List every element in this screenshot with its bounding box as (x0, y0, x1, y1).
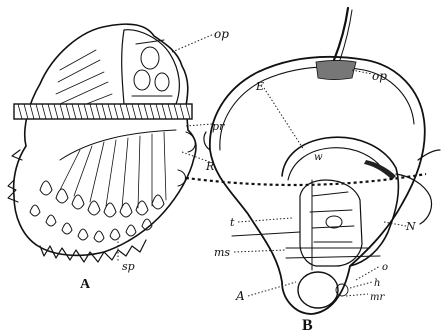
label-b-ms: ms (214, 246, 230, 259)
panel-a-leaders (118, 34, 214, 262)
label-a-sp: sp (122, 260, 135, 273)
label-b-N: N (405, 220, 416, 233)
label-a-op: op (214, 27, 229, 41)
label-b-o: o (382, 262, 388, 273)
labels: op pr R sp op E w t N ms A o h mr A B (80, 27, 416, 334)
label-a-pr: pr (212, 120, 225, 133)
label-b-t: t (230, 216, 235, 229)
label-b-op: op (372, 69, 387, 83)
panel-a-label: A (80, 277, 91, 292)
label-b-mr: mr (370, 292, 385, 303)
label-a-R: R (205, 160, 214, 173)
label-b-h: h (374, 278, 380, 289)
panel-b-leaders (234, 70, 406, 296)
label-b-w: w (314, 152, 323, 163)
panel-a-figure (8, 24, 196, 262)
panel-b-label: B (302, 317, 313, 334)
label-b-E: E (255, 80, 264, 93)
label-b-A: A (235, 289, 245, 303)
